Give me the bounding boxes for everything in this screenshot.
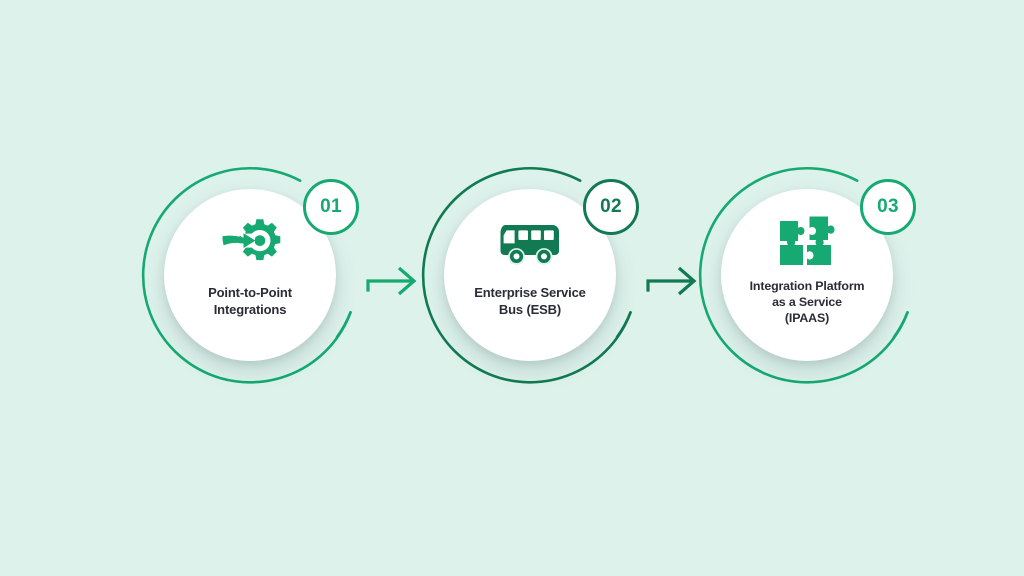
step-1-card[interactable]: Point-to-Point Integrations	[164, 189, 336, 361]
ring-arc-step-3	[698, 166, 909, 384]
step-1-number-badge[interactable]: 01	[303, 179, 359, 235]
ring-arc-step-2	[421, 166, 632, 384]
ring-arc-step-1	[141, 166, 352, 384]
ring-tail-step-3	[892, 311, 909, 339]
arrow-step1-to-step2	[366, 266, 417, 296]
step-2-number-badge[interactable]: 02	[583, 179, 639, 235]
step-3-label: Integration Platform as a Service (IPAAS…	[749, 279, 865, 325]
step-2-number: 02	[600, 196, 622, 217]
gear-arrow-icon	[219, 215, 281, 271]
step-1-number: 01	[320, 196, 342, 217]
ring-tail-step-2	[615, 311, 632, 339]
step-2-label: Enterprise Service Bus (ESB)	[474, 285, 586, 317]
arrow-step2-to-step3	[646, 266, 697, 296]
process-step-1[interactable]: Point-to-Point Integrations 01	[164, 179, 359, 361]
ring-tail-step-1	[335, 311, 352, 339]
step-3-number: 03	[877, 196, 899, 217]
puzzle-pieces-icon	[776, 215, 838, 271]
process-step-3[interactable]: Integration Platform as a Service (IPAAS…	[721, 179, 916, 361]
process-step-2[interactable]: Enterprise Service Bus (ESB) 02	[444, 179, 639, 361]
step-3-number-badge[interactable]: 03	[860, 179, 916, 235]
bus-icon	[499, 215, 561, 271]
step-1-label: Point-to-Point Integrations	[208, 285, 292, 317]
